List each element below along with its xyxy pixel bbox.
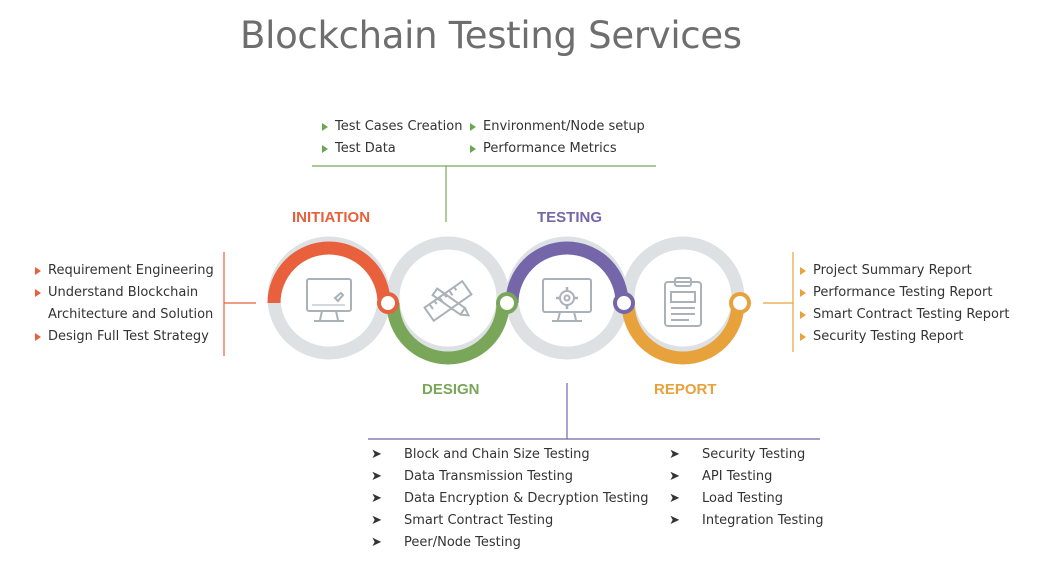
list-item: Environment/Node setup xyxy=(470,116,645,138)
list-item: ➤Load Testing xyxy=(669,488,823,510)
bullet-triangle-icon xyxy=(800,333,806,341)
dot-testing xyxy=(613,292,635,314)
bullet-triangle-icon xyxy=(800,289,806,297)
clipboard-report-icon xyxy=(664,277,702,327)
bullet-triangle-icon xyxy=(322,123,328,131)
arrowhead-bullet-icon: ➤ xyxy=(371,513,382,528)
list-item: ➤Security Testing xyxy=(669,444,823,466)
initiation-list: Requirement Engineering Understand Block… xyxy=(35,260,214,348)
bullet-triangle-icon xyxy=(800,311,806,319)
list-item: ➤API Testing xyxy=(669,466,823,488)
phase-initiation-label: INITIATION xyxy=(292,209,371,226)
list-item: ➤Data Encryption & Decryption Testing xyxy=(371,488,649,510)
arrowhead-bullet-icon: ➤ xyxy=(371,469,382,484)
list-item: Smart Contract Testing Report xyxy=(800,304,1009,326)
dot-initiation xyxy=(377,292,399,314)
arrowhead-bullet-icon: ➤ xyxy=(371,535,382,550)
list-item: Test Cases Creation xyxy=(322,116,462,138)
arc-initiation xyxy=(267,241,391,304)
design-list-col2: Environment/Node setup Performance Metri… xyxy=(470,116,645,160)
monitor-gear-icon xyxy=(542,278,592,322)
list-item: Requirement Engineering xyxy=(35,260,214,282)
arrowhead-bullet-icon: ➤ xyxy=(371,491,382,506)
list-item: ➤Block and Chain Size Testing xyxy=(371,444,649,466)
list-item: ➤Smart Contract Testing xyxy=(371,510,649,532)
monitor-pen-icon xyxy=(306,278,352,322)
bullet-triangle-icon xyxy=(470,123,476,131)
arc-report xyxy=(621,302,745,365)
arrowhead-bullet-icon: ➤ xyxy=(669,469,680,484)
arrowhead-bullet-icon: ➤ xyxy=(669,491,680,506)
list-item: Test Data xyxy=(322,138,462,160)
list-item: Design Full Test Strategy xyxy=(35,326,214,348)
report-list: Project Summary Report Performance Testi… xyxy=(800,260,1009,348)
arrowhead-bullet-icon: ➤ xyxy=(371,447,382,462)
bullet-triangle-icon xyxy=(35,333,41,341)
testing-list-col2: ➤Security Testing ➤API Testing ➤Load Tes… xyxy=(669,444,823,532)
list-item: Project Summary Report xyxy=(800,260,1009,282)
phase-design-label: DESIGN xyxy=(422,381,480,398)
list-item-continuation: Architecture and Solution xyxy=(48,307,214,322)
list-item: Security Testing Report xyxy=(800,326,1009,348)
ruler-pencil-icon xyxy=(423,279,473,323)
bullet-triangle-icon xyxy=(800,267,806,275)
design-list-col1: Test Cases Creation Test Data xyxy=(322,116,462,160)
arrowhead-bullet-icon: ➤ xyxy=(669,513,680,528)
arrowhead-bullet-icon: ➤ xyxy=(669,447,680,462)
list-item: Performance Metrics xyxy=(470,138,645,160)
list-item: ➤Peer/Node Testing xyxy=(371,532,649,554)
testing-list-col1: ➤Block and Chain Size Testing ➤Data Tran… xyxy=(371,444,649,554)
arc-design xyxy=(386,302,510,365)
dot-report xyxy=(729,292,751,314)
arc-testing xyxy=(505,241,629,304)
list-item: ➤Data Transmission Testing xyxy=(371,466,649,488)
bullet-triangle-icon xyxy=(35,267,41,275)
bullet-triangle-icon xyxy=(470,145,476,153)
list-item: ➤Integration Testing xyxy=(669,510,823,532)
phase-testing-label: TESTING xyxy=(537,209,603,226)
dot-design xyxy=(496,292,518,314)
page-title: Blockchain Testing Services xyxy=(240,14,742,57)
list-item: Performance Testing Report xyxy=(800,282,1009,304)
list-item: Understand Blockchain xyxy=(35,282,214,304)
phase-report-label: REPORT xyxy=(654,381,717,398)
bullet-triangle-icon xyxy=(35,289,41,297)
bullet-triangle-icon xyxy=(322,145,328,153)
